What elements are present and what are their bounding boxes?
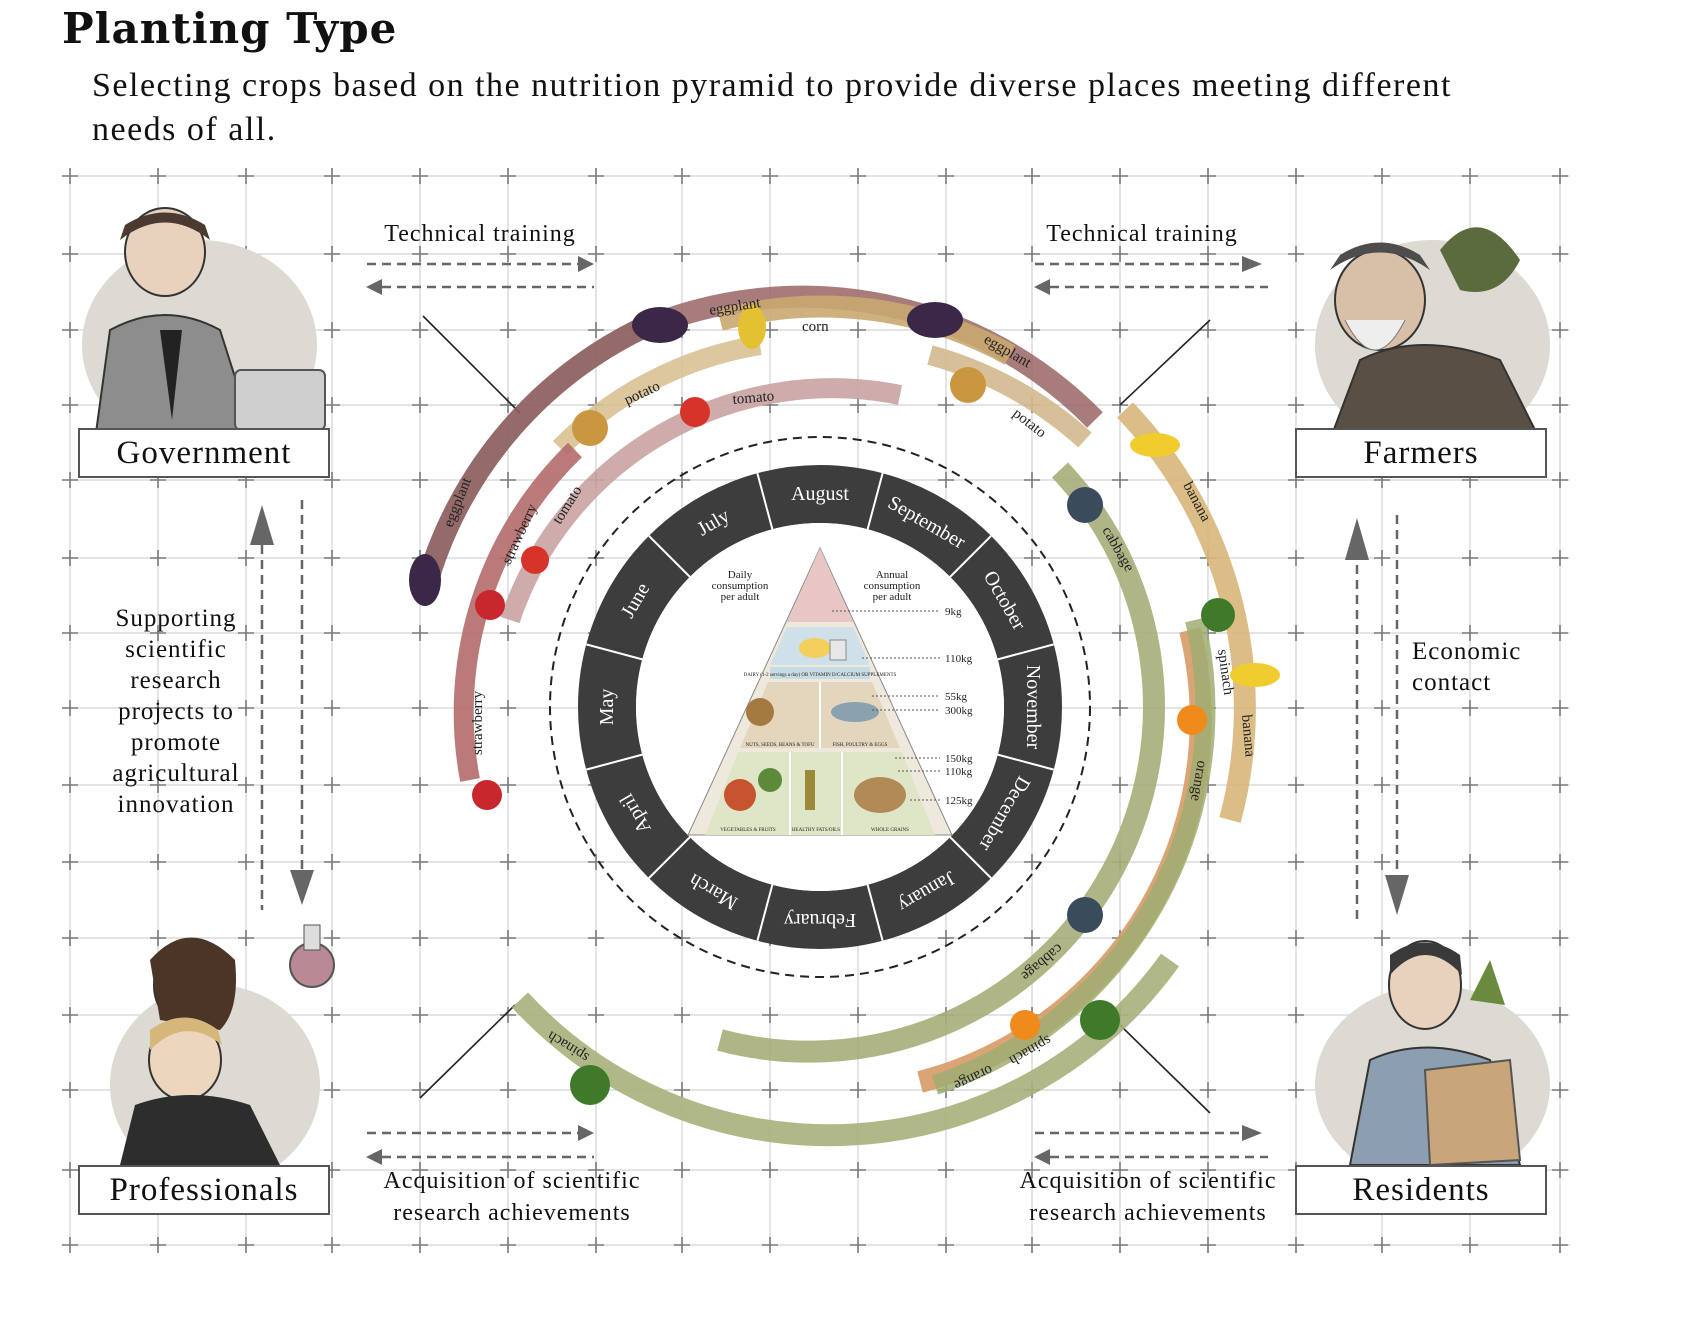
annual-value: 55kg [945, 691, 968, 703]
government-figure [95, 208, 325, 440]
flow-bottom-left: Acquisition of scientific research achie… [362, 1165, 662, 1229]
tier-label-nuts: NUTS, SEEDS, BEANS & TOFU [746, 743, 815, 748]
annual-value: 125kg [945, 795, 973, 807]
crop-label-corn: corn [802, 319, 829, 335]
resident-figure [1350, 941, 1520, 1165]
tier-label-fish: FISH, POULTRY & EGGS [833, 743, 888, 748]
annual-value: 300kg [945, 705, 973, 717]
annual-value: 9kg [945, 606, 962, 618]
farmers-label: Farmers [1295, 428, 1547, 478]
professionals-label: Professionals [78, 1165, 330, 1215]
flow-bottom-right: Acquisition of scientific research achie… [998, 1165, 1298, 1229]
tier-label-fats: HEALTHY FATS/OILS [792, 828, 840, 833]
annual-value: 150kg [945, 753, 973, 765]
government-label: Government [78, 428, 330, 478]
crop-label-tomato-top: tomato [732, 388, 775, 408]
annual-value: 110kg [945, 653, 973, 665]
month-label: November [1022, 665, 1044, 750]
tier-label-grains: WHOLE GRAINS [871, 828, 909, 833]
flow-top-right: Technical training [1012, 218, 1272, 250]
residents-label: Residents [1295, 1165, 1547, 1215]
month-label: August [791, 483, 849, 505]
tier-label-veg: VEGETABLES & FRUITS [720, 828, 776, 833]
flow-left: Supporting scientific research projects … [100, 603, 252, 820]
farmer-figure [1330, 227, 1540, 440]
month-label: February [784, 909, 856, 931]
professionals-figure [120, 925, 334, 1165]
flow-top-left: Technical training [350, 218, 610, 250]
month-label: May [596, 689, 618, 726]
tier-label-dairy: DAIRY (1-2 servings a day) OR VITAMIN D/… [744, 673, 897, 678]
crop-label-strawberry-left: strawberry [470, 690, 486, 755]
annual-value: 110kg [945, 766, 973, 778]
flow-right: Economic contact [1412, 636, 1562, 698]
